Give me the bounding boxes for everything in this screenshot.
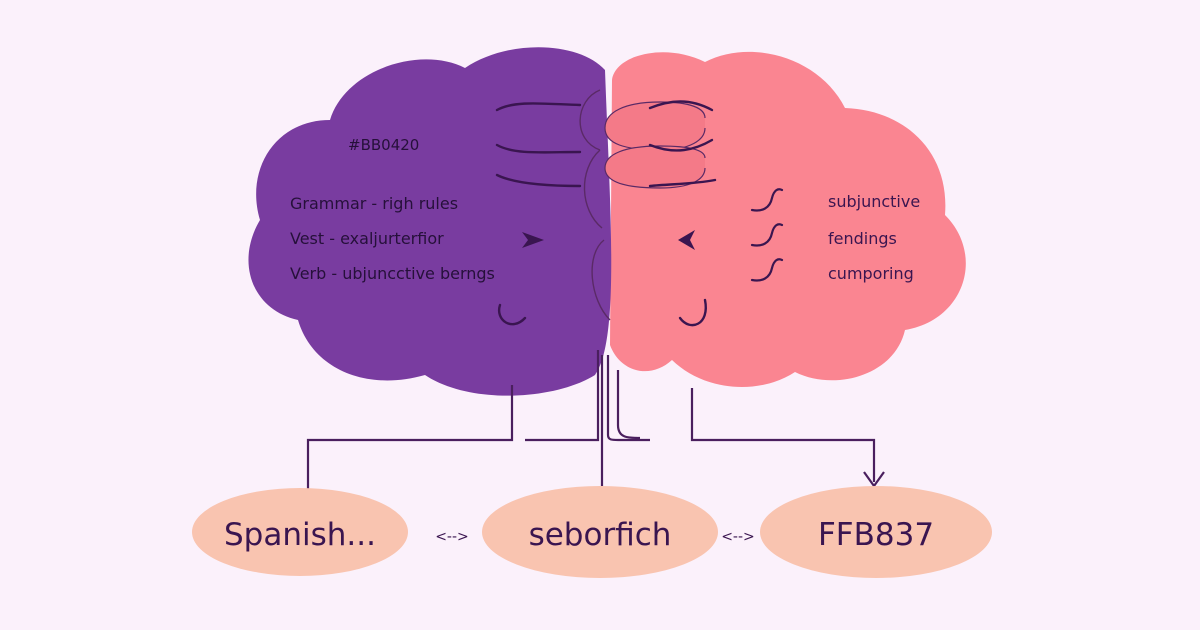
- right-line-2: fendings: [828, 229, 897, 248]
- node-spanish: [192, 488, 408, 576]
- arrowhead-left-icon: [678, 230, 695, 250]
- node-spanish-label: Spanish...: [224, 517, 376, 553]
- node-ffb837-label: FFB837: [818, 517, 934, 553]
- squiggle-marks: [495, 100, 717, 327]
- right-line-3: cumporing: [828, 264, 914, 283]
- left-line-2: Vest - exaljurterfior: [290, 229, 444, 248]
- right-lobe-bumps: [604, 101, 706, 189]
- arrowhead-right-icon: [522, 232, 544, 248]
- node-connector-2: <-->: [721, 529, 755, 545]
- node-connector-1: <-->: [435, 529, 469, 545]
- left-line-1: Grammar - righ rules: [290, 194, 458, 213]
- left-hemisphere: [248, 47, 612, 396]
- check-squiggles: [750, 188, 784, 282]
- left-lobe-fold: [579, 89, 611, 321]
- left-code-label: #BB0420: [348, 136, 419, 154]
- node-seborfich-label: seborfich: [529, 517, 672, 553]
- left-line-3: Verb - ubjuncctive berngs: [290, 264, 495, 283]
- node-seborfich: [482, 486, 718, 578]
- connector-lines: [306, 350, 885, 500]
- right-line-1: subjunctive: [828, 192, 920, 211]
- node-ffb837: [760, 486, 992, 578]
